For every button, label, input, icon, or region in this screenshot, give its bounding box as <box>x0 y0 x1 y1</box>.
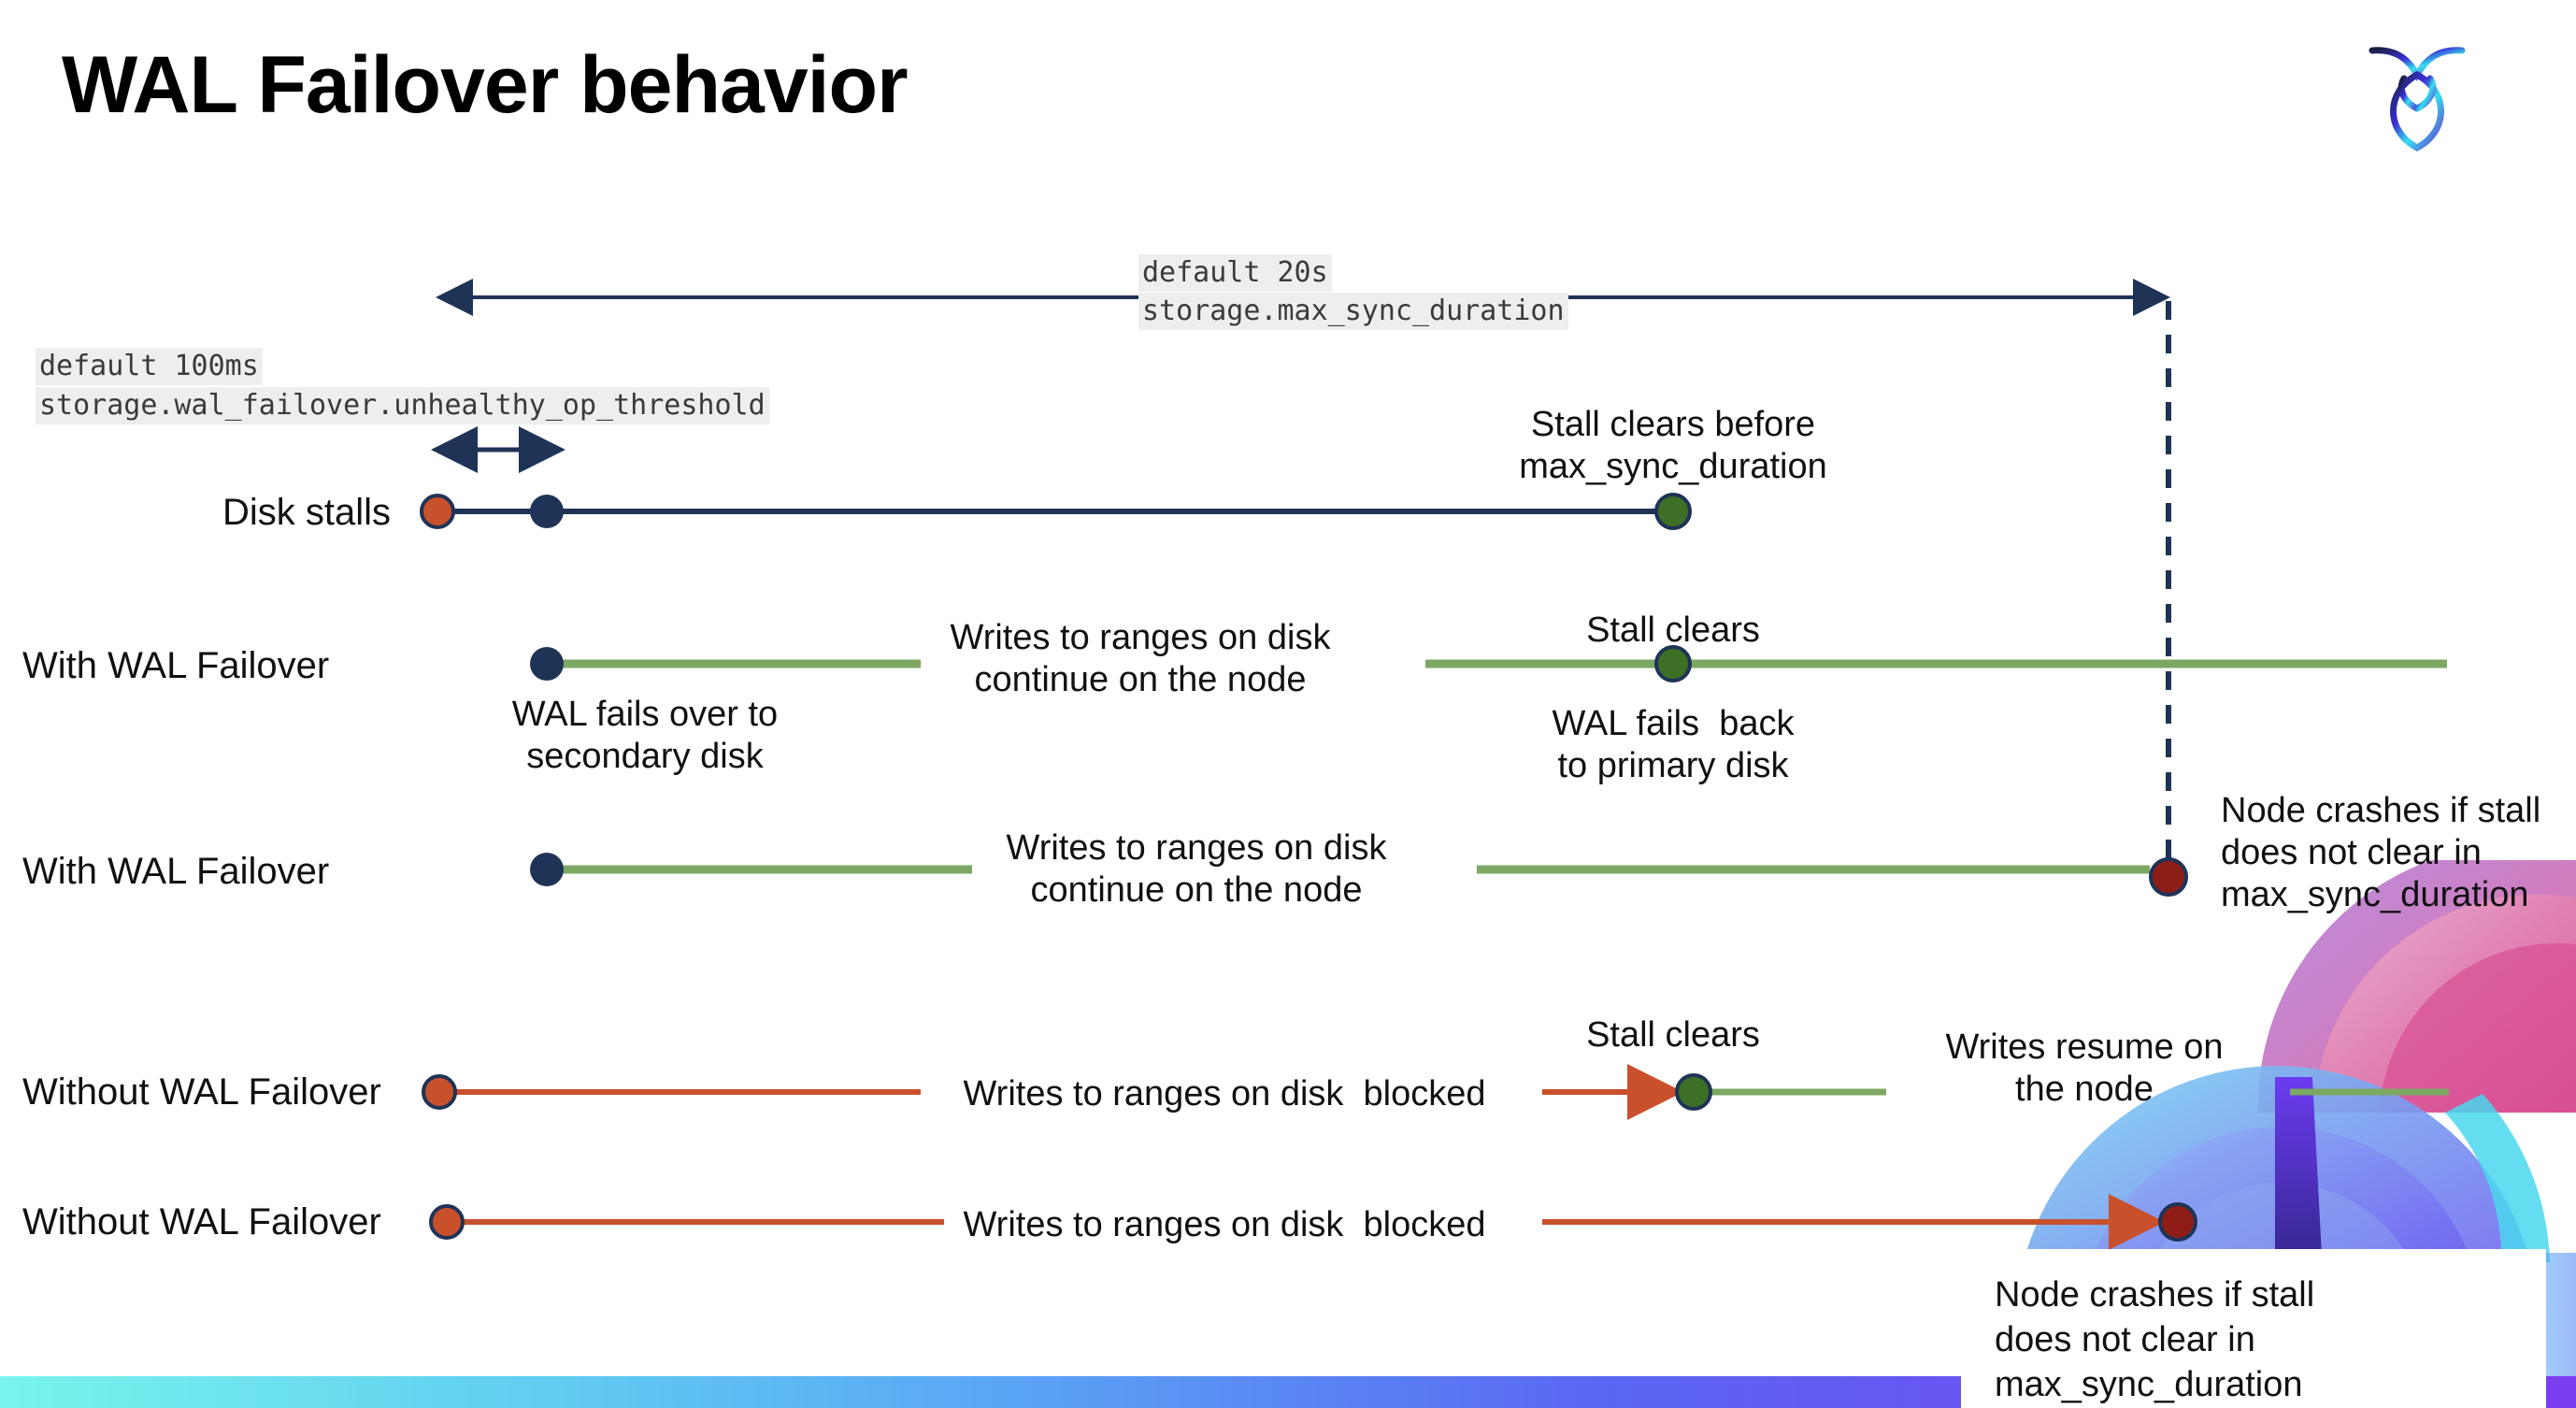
row-label-with-wal-failover-2: With WAL Failover <box>22 851 330 892</box>
cockroachdb-logo-icon <box>2368 47 2466 151</box>
row-label-without-wal-failover-1: Without WAL Failover <box>22 1071 381 1113</box>
row-disk-stalls-timeline <box>420 493 1692 530</box>
row-with-wal-failover-2-timeline <box>530 853 2188 897</box>
row-label-disk-stalls: Disk stalls <box>222 492 392 533</box>
annotation-stall-clears-2: Stall clears <box>1586 1015 1760 1055</box>
row-label-with-wal-failover-1: With WAL Failover <box>22 645 330 686</box>
annotation-node-crashes-2: Node crashes if stall does not clear in … <box>1995 1275 2315 1404</box>
row-without-wal-failover-2-timeline <box>429 1194 2197 1250</box>
unhealthy-op-default-label: default 100ms <box>36 348 263 386</box>
page-title: WAL Failover behavior <box>62 40 909 130</box>
annotation-node-crashes-1: Node crashes if stall does not clear in … <box>2221 791 2541 914</box>
row-with-wal-failover-1-timeline <box>530 645 2447 682</box>
max-sync-default-label: default 20s <box>1138 254 1332 293</box>
annotation-writes-continue-2: Writes to ranges on disk continue on the… <box>1006 828 1387 910</box>
annotation-wal-fails-over: WAL fails over to secondary disk <box>511 695 779 776</box>
annotation-writes-blocked-2: Writes to ranges on disk blocked <box>963 1205 1486 1244</box>
row-label-without-wal-failover-2: Without WAL Failover <box>22 1201 381 1243</box>
annotation-stall-clears-1: Stall clears <box>1586 611 1760 650</box>
annotation-writes-resume: Writes resume on the node <box>1945 1027 2224 1109</box>
callout-node-crashes-2: Node crashes if stall does not clear in … <box>1961 1249 2546 1408</box>
annotation-writes-blocked-1: Writes to ranges on disk blocked <box>963 1074 1486 1113</box>
annotation-writes-continue-1: Writes to ranges on disk continue on the… <box>950 618 1331 699</box>
unhealthy-op-setting-label: storage.wal_failover.unhealthy_op_thresh… <box>36 387 769 425</box>
annotation-wal-fails-back: WAL fails back to primary disk <box>1552 704 1795 785</box>
annotation-stall-clears-before: Stall clears before max_sync_duration <box>1519 405 1827 486</box>
max-sync-setting-label: storage.max_sync_duration <box>1138 293 1568 331</box>
row-without-wal-failover-1-timeline <box>422 1064 2449 1120</box>
